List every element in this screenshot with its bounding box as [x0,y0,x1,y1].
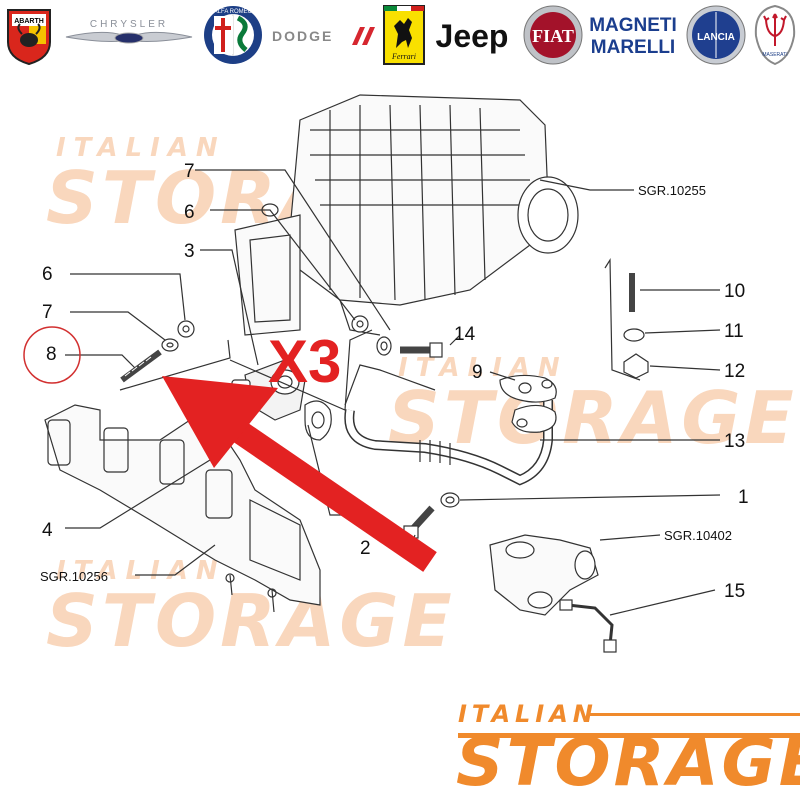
chrysler-logo: CHRYSLER [62,4,196,66]
brand-footer-line-top [588,713,800,716]
brand-footer-storage: STORAGE [456,724,800,801]
callout-7-top: 7 [184,161,195,182]
abarth-logo: ABARTH [2,4,56,66]
fiat-logo-text: FIAT [532,26,574,46]
lancia-logo-text: LANCIA [697,32,735,43]
callout-11: 11 [724,321,744,342]
dodge-logo-text: DODGE [272,28,333,44]
watermark-italian-top: ITALIAN [56,133,226,163]
washer-drawing-7 [161,338,179,352]
magneti-marelli-logo: MAGNETI MARELLI [588,4,678,66]
brand-footer-line [458,733,800,738]
egr-pipe-drawing [344,374,557,486]
callout-3: 3 [184,241,195,262]
watermark-italian-bottom: ITALIAN [56,556,226,586]
ferrari-logo-text: Ferrari [391,52,416,61]
red-arrow [162,376,437,572]
callout-15: 15 [724,581,745,602]
jeep-logo-text: Jeep [436,18,509,54]
chrysler-logo-text: CHRYSLER [90,19,168,30]
abarth-logo-text: ABARTH [14,18,44,25]
washer-drawing-11 [623,328,645,342]
washer-drawing-1 [440,492,460,508]
gasket-drawing-left [304,400,332,441]
callout-14: 14 [454,324,476,345]
intake-manifold-drawing [234,94,579,336]
nut-drawing-12 [623,353,649,379]
callout-12: 12 [724,361,745,382]
callout-1: 1 [738,487,749,508]
dodge-logo: DODGE [270,4,376,66]
fiat-logo: FIAT [522,4,584,66]
magneti-marelli-text-1: MAGNETI [589,15,677,36]
sensor-drawing-15 [567,603,614,646]
callout-6-left: 6 [42,264,53,285]
nut-drawing-6 [177,320,195,338]
alfa-romeo-logo-text: ALFA ROMEO [214,9,253,15]
jeep-logo: Jeep [428,4,516,66]
thermostat-housing-drawing [489,534,599,616]
callout-6-top: 6 [184,202,195,223]
alfa-romeo-logo: ALFA ROMEO [202,4,264,66]
quantity-x3: X3 [268,328,341,395]
magneti-marelli-text-2: MARELLI [591,37,675,58]
brand-footer-italian: ITALIAN [458,700,598,728]
exhaust-manifold-drawing [44,404,321,613]
ferrari-logo: Ferrari [382,4,426,66]
group-ref-left: SGR.10256 [40,569,108,584]
callout-13: 13 [724,431,745,452]
maserati-logo: MASERATI [752,4,798,66]
callout-8: 8 [46,344,57,365]
group-ref-top: SGR.10255 [638,183,706,198]
watermark-storage-bottom: STORAGE [46,579,456,663]
callout-9: 9 [472,362,483,383]
callout-4: 4 [42,520,53,541]
watermark-storage-mid: STORAGE [388,376,798,460]
callout-2: 2 [360,538,371,559]
maserati-logo-text: MASERATI [762,52,787,58]
callout-10: 10 [724,281,745,302]
exploded-parts-diagram: 7 6 3 6 7 4 14 9 10 11 12 13 1 2 15 SGR.… [23,94,749,653]
brand-logo-bar: ABARTH CHRYSLER ALFA ROMEO DODGE [0,0,800,70]
stud-drawing-8 [120,349,162,383]
highlight-circle [23,326,81,384]
group-ref-right: SGR.10402 [664,528,732,543]
callout-7-left: 7 [42,302,53,323]
lancia-logo: LANCIA [684,4,748,66]
